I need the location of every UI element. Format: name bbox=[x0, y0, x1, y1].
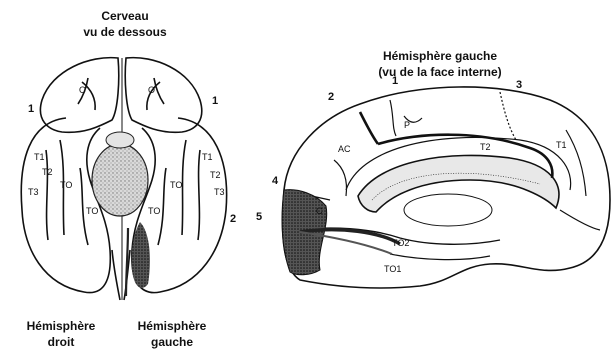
label-to-left: TO bbox=[60, 180, 72, 190]
caption-droit-line1: Hémisphère bbox=[16, 318, 106, 334]
brainstem bbox=[92, 144, 148, 216]
hemisphere-outline bbox=[283, 87, 610, 288]
label-num-5: 5 bbox=[256, 211, 262, 223]
label-ac: AC bbox=[338, 144, 351, 154]
caption-hemisphere-gauche: Hémisphère gauche bbox=[122, 318, 222, 350]
label-c: C bbox=[316, 206, 323, 216]
label-num-1-left: 1 bbox=[28, 103, 34, 115]
label-to1: TO1 bbox=[384, 264, 401, 274]
label-t3-right: T3 bbox=[214, 187, 225, 197]
label-num-1: 1 bbox=[392, 75, 398, 87]
label-t3-left: T3 bbox=[28, 187, 39, 197]
label-num-1-right: 1 bbox=[212, 95, 218, 107]
label-t2: T2 bbox=[480, 142, 491, 152]
label-num-4: 4 bbox=[272, 175, 279, 187]
label-t1: T1 bbox=[556, 140, 567, 150]
label-p: P bbox=[404, 120, 410, 130]
label-o-right: O bbox=[148, 85, 155, 95]
corpus-callosum bbox=[358, 155, 559, 212]
label-to2: TO2 bbox=[392, 238, 409, 248]
label-t1-right: T1 bbox=[202, 152, 213, 162]
label-num-2: 2 bbox=[328, 91, 334, 103]
label-to-left-inner: TO bbox=[86, 206, 98, 216]
caption-droit-line2: droit bbox=[16, 334, 106, 350]
caption-gauche-line2: gauche bbox=[122, 334, 222, 350]
label-t1-left: T1 bbox=[34, 152, 45, 162]
label-to-right: TO bbox=[170, 180, 182, 190]
label-t2-right: T2 bbox=[210, 170, 221, 180]
caption-hemisphere-droit: Hémisphère droit bbox=[16, 318, 106, 350]
label-t2-left: T2 bbox=[42, 167, 53, 177]
caption-gauche-line1: Hémisphère bbox=[122, 318, 222, 334]
label-to-right-inner: TO bbox=[148, 206, 160, 216]
label-num-3: 3 bbox=[516, 79, 522, 91]
hemisphere-medial-drawing bbox=[283, 87, 610, 288]
label-o-left: O bbox=[79, 85, 86, 95]
label-num-2-right: 2 bbox=[230, 213, 236, 225]
